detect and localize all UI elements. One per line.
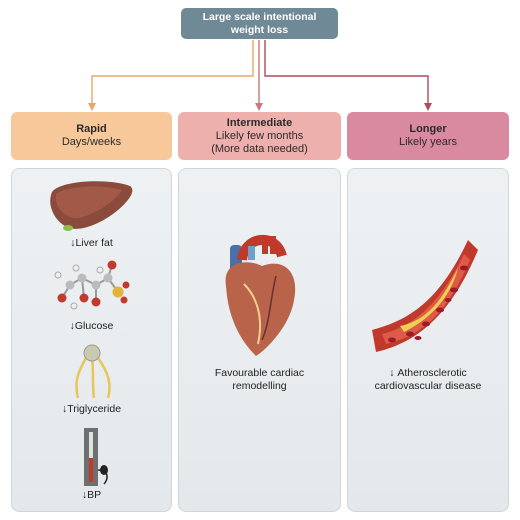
- longer-subtitle: Likely years: [398, 136, 458, 148]
- triglyceride-icon: [75, 344, 111, 399]
- atherosclerotic-line1: Atherosclerotic: [397, 367, 467, 379]
- arrow-to-rapid: [91, 40, 254, 104]
- longer-header: Longer Likely years: [347, 112, 509, 160]
- glucose-molecule-icon: [54, 260, 130, 310]
- bp-text: BP: [87, 489, 102, 501]
- arrow-to-longer: [264, 40, 429, 104]
- rapid-subtitle: Days/weeks: [61, 136, 122, 148]
- cardiac-line1: Favourable cardiac: [214, 367, 305, 379]
- down-arrow-icon: ↓: [70, 237, 76, 249]
- liver-icon: [50, 181, 133, 231]
- glucose-label: ↓Glucose: [11, 320, 172, 333]
- atherosclerotic-line2: cardiovascular disease: [374, 380, 482, 392]
- intermediate-subtitle: Likely few months: [215, 129, 304, 142]
- rapid-header: Rapid Days/weeks: [11, 112, 172, 160]
- liver-fat-text: Liver fat: [75, 237, 113, 249]
- rapid-title: Rapid: [76, 123, 107, 135]
- cardiac-remodelling-label: Favourable cardiac remodelling: [178, 367, 341, 393]
- down-arrow-icon: ↓: [61, 403, 68, 415]
- heart-icon: [225, 235, 296, 356]
- triglyceride-label: ↓Triglyceride: [11, 403, 172, 416]
- top-line2: weight loss: [230, 23, 289, 36]
- glucose-text: Glucose: [74, 320, 114, 332]
- top-line1: Large scale intentional: [202, 10, 317, 23]
- cardiac-line2: remodelling: [232, 380, 287, 392]
- atherosclerotic-label: ↓ Atherosclerotic cardiovascular disease: [347, 367, 509, 393]
- intermediate-title: Intermediate: [226, 116, 293, 129]
- down-arrow-icon: ↓: [69, 320, 75, 332]
- weight-loss-box: Large scale intentional weight loss: [181, 8, 338, 39]
- blood-pressure-gauge-icon: [84, 428, 108, 486]
- liver-fat-label: ↓Liver fat: [11, 237, 172, 250]
- triglyceride-text: Triglyceride: [67, 403, 122, 415]
- bp-label: ↓BP: [11, 489, 172, 502]
- intermediate-header: Intermediate Likely few months (More dat…: [178, 112, 341, 160]
- intermediate-subtitle2: (More data needed): [211, 142, 308, 155]
- artery-plaque-icon: [372, 240, 478, 352]
- down-arrow-icon: ↓: [81, 489, 88, 501]
- down-arrow-icon: ↓: [389, 367, 395, 379]
- longer-title: Longer: [409, 123, 447, 135]
